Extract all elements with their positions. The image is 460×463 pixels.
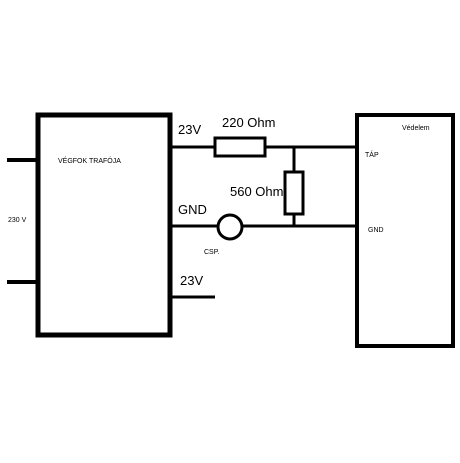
resistor-560-label: 560 Ohm [230, 184, 283, 199]
input-voltage-label: 230 V [8, 217, 27, 224]
resistor-560 [283, 170, 305, 216]
resistor-220-label: 220 Ohm [222, 115, 275, 130]
transformer-box [35, 112, 173, 338]
resistor-220 [213, 136, 267, 158]
supply-pin-label: TÁP [365, 150, 379, 159]
gnd-pin-label: GND [368, 227, 384, 234]
protection-box [355, 113, 455, 348]
protection-box-label: Védelem [402, 125, 430, 132]
output-23v-top-label: 23V [178, 122, 201, 137]
transformer-label: VÉGFOK TRAFÓJA [58, 156, 121, 165]
output-23v-bottom-label: 23V [180, 273, 203, 288]
gnd-left-label: GND [178, 202, 207, 217]
fuse-symbol [216, 213, 244, 241]
fuse-label: CSP. [204, 249, 219, 256]
